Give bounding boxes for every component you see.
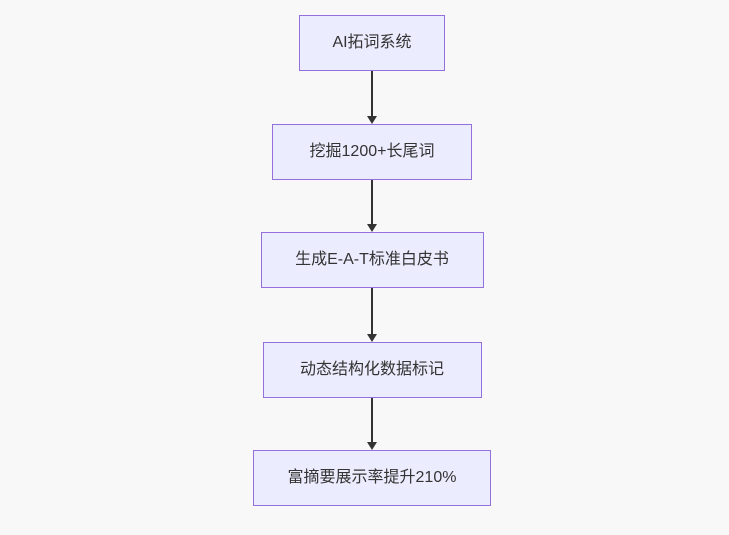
flow-node-eat-whitepaper: 生成E-A-T标准白皮书 [260, 232, 484, 288]
flow-arrow-1 [367, 71, 377, 124]
flow-node-label: 富摘要展示率提升210% [287, 469, 457, 486]
arrow-line [371, 288, 373, 334]
arrow-line [371, 180, 373, 224]
arrowhead-down-icon [367, 442, 377, 450]
flow-node-label: 动态结构化数据标记 [299, 361, 444, 378]
arrowhead-down-icon [367, 334, 377, 342]
flow-node-label: 生成E-A-T标准白皮书 [295, 251, 449, 268]
flow-node-ai-word-expansion: AI拓词系统 [299, 15, 445, 71]
flow-arrow-2 [367, 180, 377, 232]
arrow-line [371, 398, 373, 442]
flowchart: AI拓词系统 挖掘1200+长尾词 生成E-A-T标准白皮书 动态结构化数据标记 [253, 15, 491, 506]
arrow-line [371, 71, 373, 116]
flow-node-structured-data: 动态结构化数据标记 [262, 342, 482, 398]
flow-node-longtail-mining: 挖掘1200+长尾词 [272, 124, 472, 180]
flow-node-label: 挖掘1200+长尾词 [309, 143, 435, 160]
arrowhead-down-icon [367, 224, 377, 232]
flow-node-label: AI拓词系统 [332, 34, 412, 51]
arrowhead-down-icon [367, 116, 377, 124]
flow-node-rich-snippet-result: 富摘要展示率提升210% [253, 450, 491, 506]
flow-arrow-4 [367, 398, 377, 450]
flow-arrow-3 [367, 288, 377, 342]
